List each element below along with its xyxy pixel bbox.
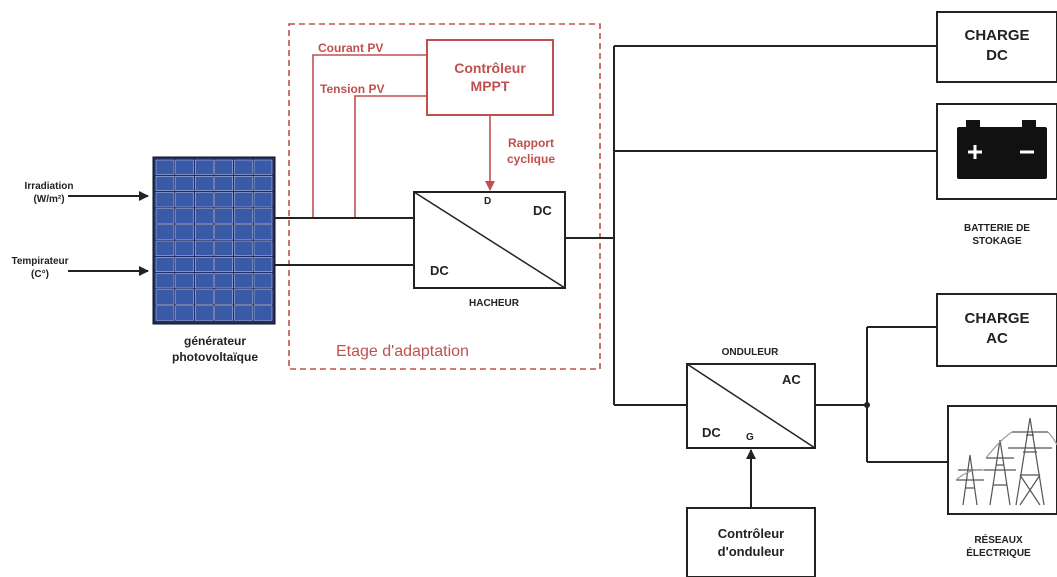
adaptation-stage-label: Etage d'adaptation (336, 343, 469, 360)
hacheur-diagonal (413, 191, 566, 289)
pv-cell (175, 224, 194, 240)
pv-cell (234, 257, 253, 273)
pv-cell (234, 208, 253, 224)
charge-ac-box (936, 293, 1057, 367)
pv-cell (155, 175, 175, 191)
pv-cell (175, 208, 194, 224)
pv-cell (175, 240, 194, 256)
pv-cell (253, 240, 273, 256)
pv-cell (194, 305, 214, 321)
onduleur-control-label: G (746, 432, 754, 443)
charge-dc-label: CHARGE DC (964, 27, 1030, 64)
pv-cell (175, 257, 194, 273)
pv-cell (253, 257, 273, 273)
hacheur-control-label: D (484, 196, 492, 207)
onduleur-controller-label: Contrôleur d'onduleur (717, 526, 785, 559)
charge-ac-label: CHARGE AC (964, 310, 1030, 347)
pv-cell (194, 159, 214, 175)
pv-cell (214, 273, 234, 289)
pv-cell (155, 273, 175, 289)
pv-cell (194, 240, 214, 256)
hacheur-label: HACHEUR (469, 298, 519, 309)
pv-cell (175, 159, 194, 175)
irradiation-label: Irradiation (W/m²) (24, 181, 74, 205)
hacheur-output-label: DC (533, 203, 552, 218)
pv-cell (234, 159, 253, 175)
pv-cell (234, 305, 253, 321)
pv-cell (194, 192, 214, 208)
pv-cell (214, 257, 234, 273)
pv-cell (175, 289, 194, 305)
pv-cell (214, 289, 234, 305)
pv-cell (214, 159, 234, 175)
pv-cell (253, 208, 273, 224)
pv-cell (194, 224, 214, 240)
pv-cell (175, 273, 194, 289)
pv-cell (194, 257, 214, 273)
pv-cell (155, 192, 175, 208)
courant-pv-line (312, 54, 427, 218)
mppt-controller-box (426, 39, 554, 116)
pv-panel-icon (152, 156, 276, 325)
pv-cell (214, 192, 234, 208)
pv-cell (155, 240, 175, 256)
pv-cell (155, 289, 175, 305)
pv-cell (253, 305, 273, 321)
pv-cell (175, 175, 194, 191)
pv-cell (214, 224, 234, 240)
pv-cell (214, 240, 234, 256)
pv-cell (214, 175, 234, 191)
pv-cell (253, 192, 273, 208)
pv-cell (253, 289, 273, 305)
pv-cell (155, 305, 175, 321)
tension-pv-line (354, 95, 427, 218)
pv-cell (155, 257, 175, 273)
ac-junction-dot (864, 402, 870, 408)
charge-dc-box (936, 11, 1057, 83)
pv-cell (234, 224, 253, 240)
pv-cell (175, 192, 194, 208)
pv-cell (234, 192, 253, 208)
courant-pv-label: Courant PV (318, 41, 384, 55)
tension-pv-label: Tension PV (320, 82, 385, 96)
onduleur-diagonal (686, 363, 816, 449)
pv-cell (253, 273, 273, 289)
adaptation-stage-box (288, 23, 601, 370)
pv-cell (194, 289, 214, 305)
pv-cell (194, 208, 214, 224)
pv-cell (253, 175, 273, 191)
pv-cell (234, 175, 253, 191)
pv-cell (253, 224, 273, 240)
pv-cell (155, 208, 175, 224)
pv-cell (155, 224, 175, 240)
pv-cell (155, 159, 175, 175)
pv-cell (234, 273, 253, 289)
pv-cell (214, 305, 234, 321)
onduleur-output-label: AC (782, 372, 801, 387)
temperature-label: Tempirateur (C°) (11, 256, 69, 280)
battery-label: BATTERIE DE STOKAGE (964, 223, 1030, 247)
grid-label: RÉSEAUX ÉLECTRIQUE (966, 535, 1031, 559)
pv-cell (194, 175, 214, 191)
pv-cell (234, 240, 253, 256)
pv-generator-label: générateur photovoltaïque (172, 334, 258, 364)
hacheur-input-label: DC (430, 263, 449, 278)
mppt-controller-label: Contrôleur MPPT (454, 60, 526, 94)
pv-cell (253, 159, 273, 175)
pv-cell (234, 289, 253, 305)
pv-cell (194, 273, 214, 289)
pv-cell (175, 305, 194, 321)
onduleur-input-label: DC (702, 425, 721, 440)
onduleur-label: ONDULEUR (721, 347, 779, 358)
onduleur-controller-box (686, 507, 816, 577)
battery-icon (957, 120, 1047, 179)
duty-cycle-label: Rapport cyclique (506, 136, 556, 166)
pv-cell (214, 208, 234, 224)
